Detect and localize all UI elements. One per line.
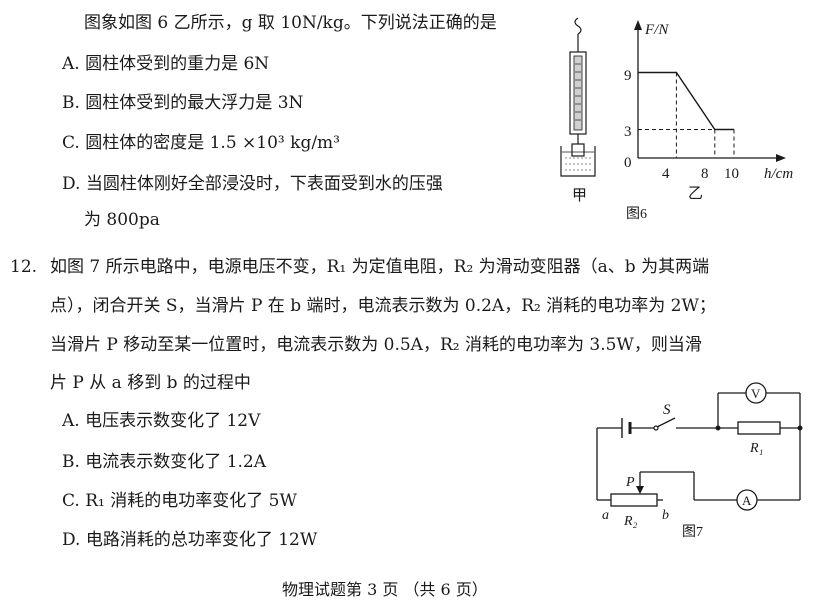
ammeter xyxy=(736,489,758,511)
q11-option-d: D. 当圆柱体刚好全部浸没时，下表面受到水的压强 xyxy=(62,174,443,194)
q11-option-d-continued: 为 800pa xyxy=(84,210,160,230)
y-tick-label: 9 xyxy=(624,68,632,84)
q11-option-a: A. 圆柱体受到的重力是 6N xyxy=(62,54,270,74)
r2-label: R₂ xyxy=(623,514,638,529)
x-tick-label: 4 xyxy=(662,166,670,182)
switch-blade xyxy=(656,417,676,428)
q12-stem-line: 点），闭合开关 S，当滑片 P 在 b 端时，电流表示数为 0.2A，R₂ 消耗… xyxy=(50,296,716,316)
y-axis-label: F/N xyxy=(644,22,669,38)
figure6-jia-label: 甲 xyxy=(572,188,587,204)
q12-option-a: A. 电压表示数变化了 12V xyxy=(62,411,261,431)
q11-option-b: B. 圆柱体受到的最大浮力是 3N xyxy=(62,93,304,113)
figure6-yi-label: 乙 xyxy=(688,186,703,202)
spring-scale-apparatus xyxy=(560,17,596,177)
force-depth-line xyxy=(638,71,734,131)
q12-number: 12. xyxy=(10,257,38,277)
ammeter-label: A xyxy=(742,493,752,508)
voltmeter xyxy=(745,382,767,404)
end-a-label: a xyxy=(602,508,609,523)
figure6-caption: 图6 xyxy=(626,207,647,222)
graph-axes xyxy=(637,26,780,159)
q12-option-b: B. 电流表示数变化了 1.2A xyxy=(62,452,267,472)
x-axis-label: h/cm xyxy=(764,166,793,182)
resistor-r2 xyxy=(610,493,658,507)
origin-label: 0 xyxy=(624,155,632,171)
x-tick-label: 10 xyxy=(724,166,739,182)
page-footer: 物理试题第 3 页 （共 6 页） xyxy=(282,580,488,599)
voltmeter-label: V xyxy=(751,386,761,401)
q11-intro: 图象如图 6 乙所示，g 取 10N/kg。下列说法正确的是 xyxy=(84,13,497,33)
slider-arrow-icon xyxy=(636,486,644,494)
resistor-r1 xyxy=(737,421,781,435)
q12-option-d: D. 电路消耗的总功率变化了 12W xyxy=(62,530,318,550)
figure7-caption: 图7 xyxy=(682,525,703,540)
q12-stem-line: 片 P 从 a 移到 b 的过程中 xyxy=(50,373,251,393)
circuit-wires xyxy=(596,392,801,501)
end-b-label: b xyxy=(662,508,669,523)
q12-option-c: C. R₁ 消耗的电功率变化了 5W xyxy=(62,491,297,511)
q11-option-c: C. 圆柱体的密度是 1.5 ×10³ kg/m³ xyxy=(62,133,340,153)
junction-dot xyxy=(797,425,803,431)
r1-label: R₁ xyxy=(749,441,763,456)
y-tick-label: 3 xyxy=(624,124,632,140)
y-axis-arrow-icon xyxy=(634,20,642,30)
junction-dot xyxy=(715,425,721,431)
x-tick-label: 8 xyxy=(701,166,709,182)
q12-stem-line: 当滑片 P 移动至某一位置时，电流表示数为 0.5A，R₂ 消耗的电功率为 3.… xyxy=(50,335,702,355)
graph-data-layer xyxy=(638,71,735,158)
x-axis-arrow-icon xyxy=(776,154,786,162)
slider-label: P xyxy=(625,475,635,490)
q12-stem-line: 如图 7 所示电路中，电源电压不变，R₁ 为定值电阻，R₂ 为滑动变阻器（a、b… xyxy=(50,257,710,277)
switch-label: S xyxy=(663,402,671,418)
